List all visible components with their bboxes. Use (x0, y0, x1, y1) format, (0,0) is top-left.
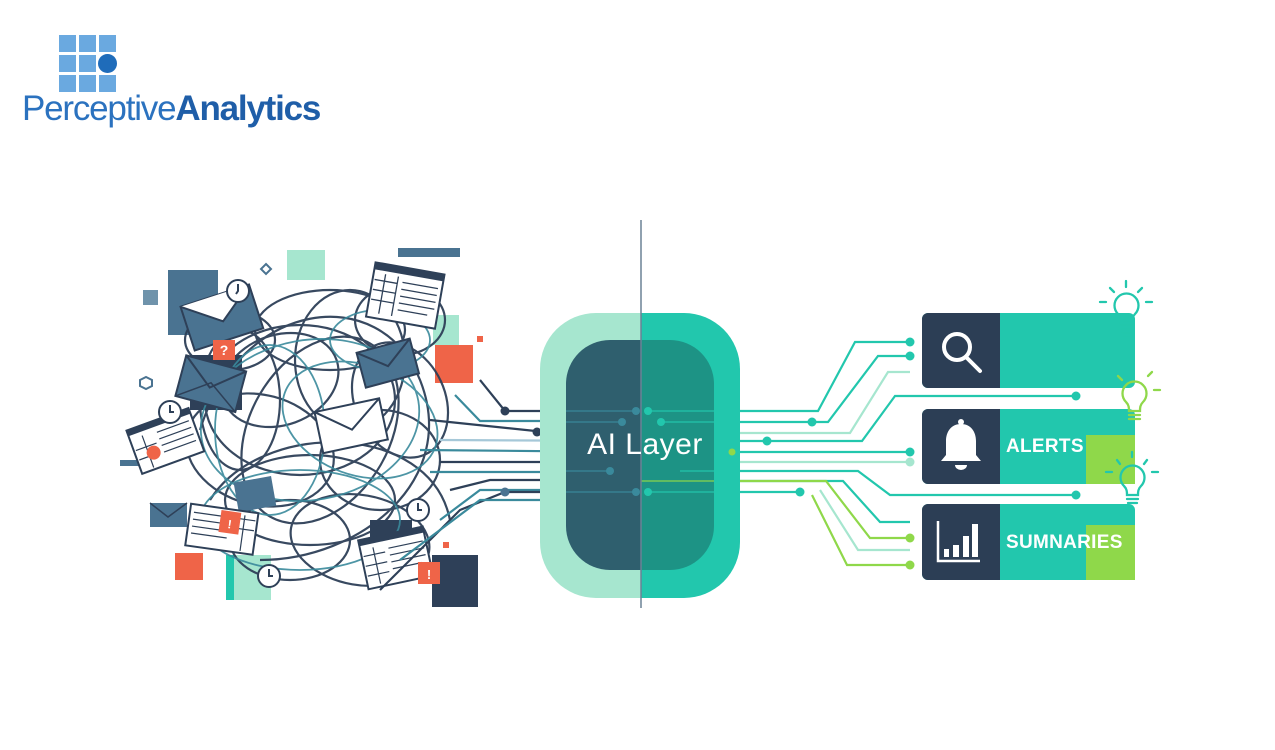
bar-chart-icon (936, 521, 980, 563)
alert-icon (418, 562, 440, 584)
output-search (922, 313, 1135, 388)
output-alerts (922, 409, 1135, 484)
logo-text-light: Perceptive (22, 89, 177, 128)
alerts-label: ALERTS (1006, 436, 1084, 457)
logo-text-bold: Analytics (175, 89, 321, 128)
svg-text:!: ! (227, 517, 233, 531)
logo-grid-icon (59, 35, 119, 95)
lightbulb-icon (1104, 450, 1160, 505)
spreadsheet-icon (125, 406, 206, 476)
envelope-icon (149, 502, 188, 527)
spreadsheet-icon (356, 525, 435, 591)
clock-icon (406, 498, 430, 522)
envelope-icon (313, 397, 390, 455)
envelope-icon (355, 337, 421, 389)
svg-text:?: ? (220, 342, 229, 358)
summaries-label: SUMNARIES (1006, 532, 1123, 553)
clock-icon (226, 279, 250, 303)
spreadsheet-icon (364, 261, 446, 330)
envelope-icon (174, 354, 248, 414)
svg-text:!: ! (427, 567, 431, 582)
lightbulb-icon (1116, 370, 1162, 421)
perceptive-analytics-logo: PerceptiveAnalytics (22, 35, 322, 135)
envelope-icon (233, 476, 277, 513)
lightbulb-icon (1098, 279, 1154, 337)
bell-icon (941, 419, 981, 470)
ai-layer-block (540, 220, 740, 608)
clock-icon (257, 564, 281, 588)
clock-icon (158, 400, 182, 424)
search-icon (942, 332, 982, 373)
question-icon: ? (213, 340, 235, 360)
logo-wordmark: PerceptiveAnalytics (22, 89, 321, 129)
spreadsheet-icon: ! (184, 502, 260, 556)
output-connectors (740, 340, 1076, 567)
ai-layer-label: AI Layer (587, 428, 703, 461)
output-summaries (922, 504, 1135, 580)
